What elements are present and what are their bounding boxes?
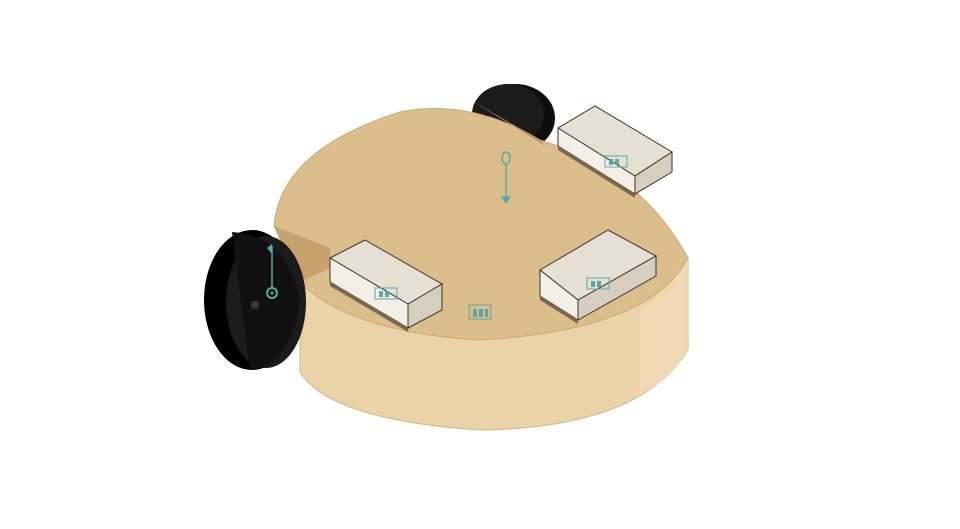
sensor-right-marker-icon [586, 277, 610, 290]
sensor-back-marker-icon [604, 155, 628, 168]
wheel-notch [274, 226, 330, 282]
sensor-back[interactable] [557, 105, 673, 198]
left-wheel[interactable] [204, 230, 306, 370]
chassis-side-highlight [640, 258, 688, 395]
sensor-left-marker-icon [374, 287, 398, 300]
origin-marker-icon[interactable] [468, 304, 492, 320]
joint-marker-center-icon[interactable] [501, 151, 511, 204]
joint-marker-left-icon[interactable] [266, 244, 278, 299]
wheel-hub-icon [251, 301, 259, 309]
sensor-right[interactable] [539, 229, 658, 324]
sensor-left[interactable] [328, 239, 443, 332]
